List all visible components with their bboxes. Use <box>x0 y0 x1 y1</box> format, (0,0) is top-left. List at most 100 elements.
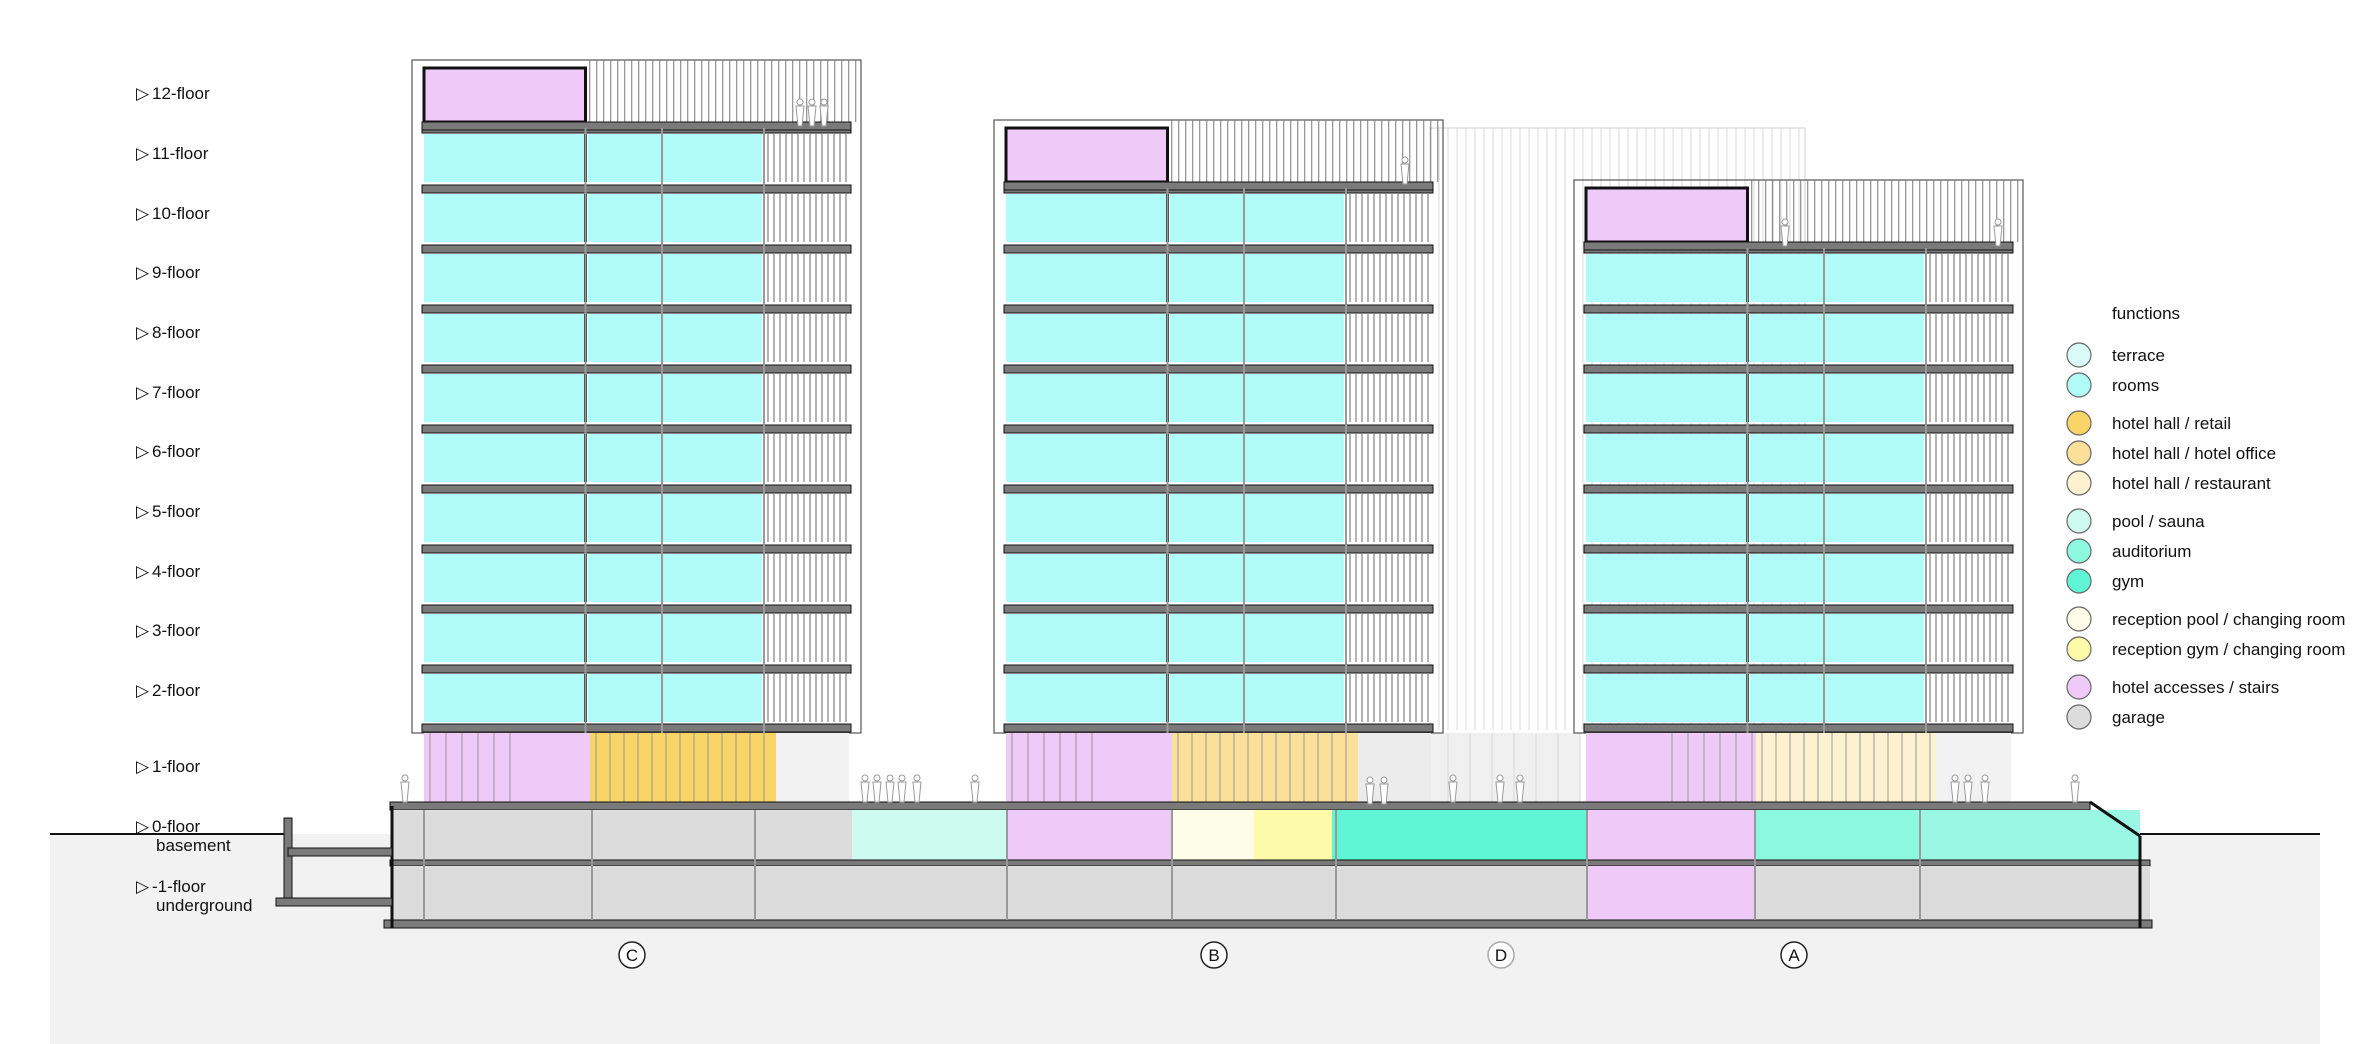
floor-marker: ▷ <box>136 204 150 223</box>
tower-c-room-block <box>424 494 586 542</box>
tower-c-gf-access <box>424 733 519 805</box>
person-head <box>971 774 979 782</box>
person-silhouette <box>1950 774 1960 803</box>
tower-b-balcony <box>1346 674 1431 722</box>
tower-c-room-block <box>587 314 762 362</box>
tower-b-balcony <box>1346 614 1431 662</box>
ramp-lower <box>275 897 393 907</box>
tower-c-balcony <box>764 434 849 482</box>
tower-a-room-block <box>1749 434 1924 482</box>
tower-c-slab <box>421 304 852 314</box>
tower-b-room-block <box>1006 374 1168 422</box>
person-head <box>1380 776 1388 784</box>
tower-b-slab <box>1003 664 1434 674</box>
tower-a-room-block <box>1586 374 1748 422</box>
person-body <box>819 105 829 127</box>
floor-marker: ▷ <box>136 442 150 461</box>
tower-c-room-block <box>587 194 762 242</box>
floor-marker: ▷ <box>136 562 150 581</box>
legend-label-5: pool / sauna <box>2112 512 2205 531</box>
legend-swatch-11 <box>2066 704 2092 730</box>
tower-b-balcony <box>1346 554 1431 602</box>
tower-c-room-block <box>424 554 586 602</box>
tower-a-balcony <box>1926 254 2011 302</box>
tower-a-room-block <box>1586 254 1748 302</box>
tower-c-balcony <box>764 254 849 302</box>
underground-stair-core <box>1587 866 1755 920</box>
tower-a-room-block <box>1586 614 1748 662</box>
person-body <box>795 105 805 127</box>
floor-marker: ▷ <box>136 877 150 896</box>
floor-marker: ▷ <box>136 757 150 776</box>
tower-c <box>411 59 862 805</box>
legend-swatch-9 <box>2066 636 2092 662</box>
floor-labels: ▷12-floor▷11-floor▷10-floor▷9-floor▷8-fl… <box>136 84 252 915</box>
basement-garage <box>392 810 852 860</box>
legend-label-11: garage <box>2112 708 2165 727</box>
tower-b-balcony <box>1346 254 1431 302</box>
person-body <box>1950 781 1960 803</box>
legend-title: functions <box>2112 304 2180 323</box>
person-head <box>808 98 816 106</box>
tower-b-slab <box>1003 723 1434 733</box>
person-silhouette <box>795 98 805 127</box>
floor-label-6: 6-floor <box>152 442 201 461</box>
floor-sublabel-12: basement <box>156 836 231 855</box>
tower-c-slab <box>421 244 852 254</box>
legend-swatch-0 <box>2066 342 2092 368</box>
tower-c-room-block <box>424 674 586 722</box>
floor-marker: ▷ <box>136 323 150 342</box>
person-body <box>400 781 410 803</box>
tower-c-room-block <box>587 614 762 662</box>
tower-a-gf-ground <box>1936 733 2011 805</box>
person-silhouette <box>1980 774 1990 803</box>
person-head <box>1994 218 2002 226</box>
tower-a-slab <box>1583 424 2014 434</box>
tower-b-roof-slab <box>1003 181 1434 191</box>
person-body <box>912 781 922 803</box>
person-head <box>1401 156 1409 164</box>
tower-a <box>1573 179 2024 805</box>
tower-b <box>993 119 1444 805</box>
axis-label-C: C <box>626 946 638 965</box>
person-body <box>1993 225 2003 247</box>
tower-a-room-block <box>1586 434 1748 482</box>
legend-swatch-7 <box>2066 568 2092 594</box>
person-body <box>1495 781 1505 803</box>
person-head <box>1964 774 1972 782</box>
legend-label-9: reception gym / changing room <box>2112 640 2345 659</box>
tower-b-gf-access <box>1006 733 1101 805</box>
tower-c-room-block <box>424 194 586 242</box>
tower-a-room-block <box>1749 494 1924 542</box>
person-silhouette <box>1400 156 1410 185</box>
podium-and-basement <box>275 800 2153 929</box>
tower-b-slab <box>1003 244 1434 254</box>
floor-marker: ▷ <box>136 681 150 700</box>
tower-c-gf-access <box>519 733 590 805</box>
tower-c-gf-ground <box>776 733 849 805</box>
tower-a-room-block <box>1749 314 1924 362</box>
axis-circle-D <box>1487 941 1515 969</box>
tower-c-room-block <box>424 254 586 302</box>
tower-a-slab <box>1583 304 2014 314</box>
basement-access <box>1007 810 1172 860</box>
legend-label-10: hotel accesses / stairs <box>2112 678 2279 697</box>
basement-auditorium <box>1755 810 1920 860</box>
person-body <box>1448 781 1458 803</box>
floor-label-1: 11-floor <box>152 144 209 163</box>
person-body <box>1400 163 1410 185</box>
tower-b-gf-office <box>1172 733 1358 805</box>
tower-c-stair-access <box>422 66 587 124</box>
tower-b-room-block <box>1006 554 1168 602</box>
tower-a-slab <box>1583 723 2014 733</box>
tower-a-room-block <box>1749 254 1924 302</box>
person-head <box>1366 776 1374 784</box>
person-head <box>1496 774 1504 782</box>
tower-c-balcony <box>764 554 849 602</box>
tower-c-room-block <box>424 134 586 182</box>
tower-a-room-block <box>1586 554 1748 602</box>
tower-c-slab <box>421 424 852 434</box>
tower-b-room-block <box>1006 254 1168 302</box>
tower-c-slab <box>421 364 852 374</box>
